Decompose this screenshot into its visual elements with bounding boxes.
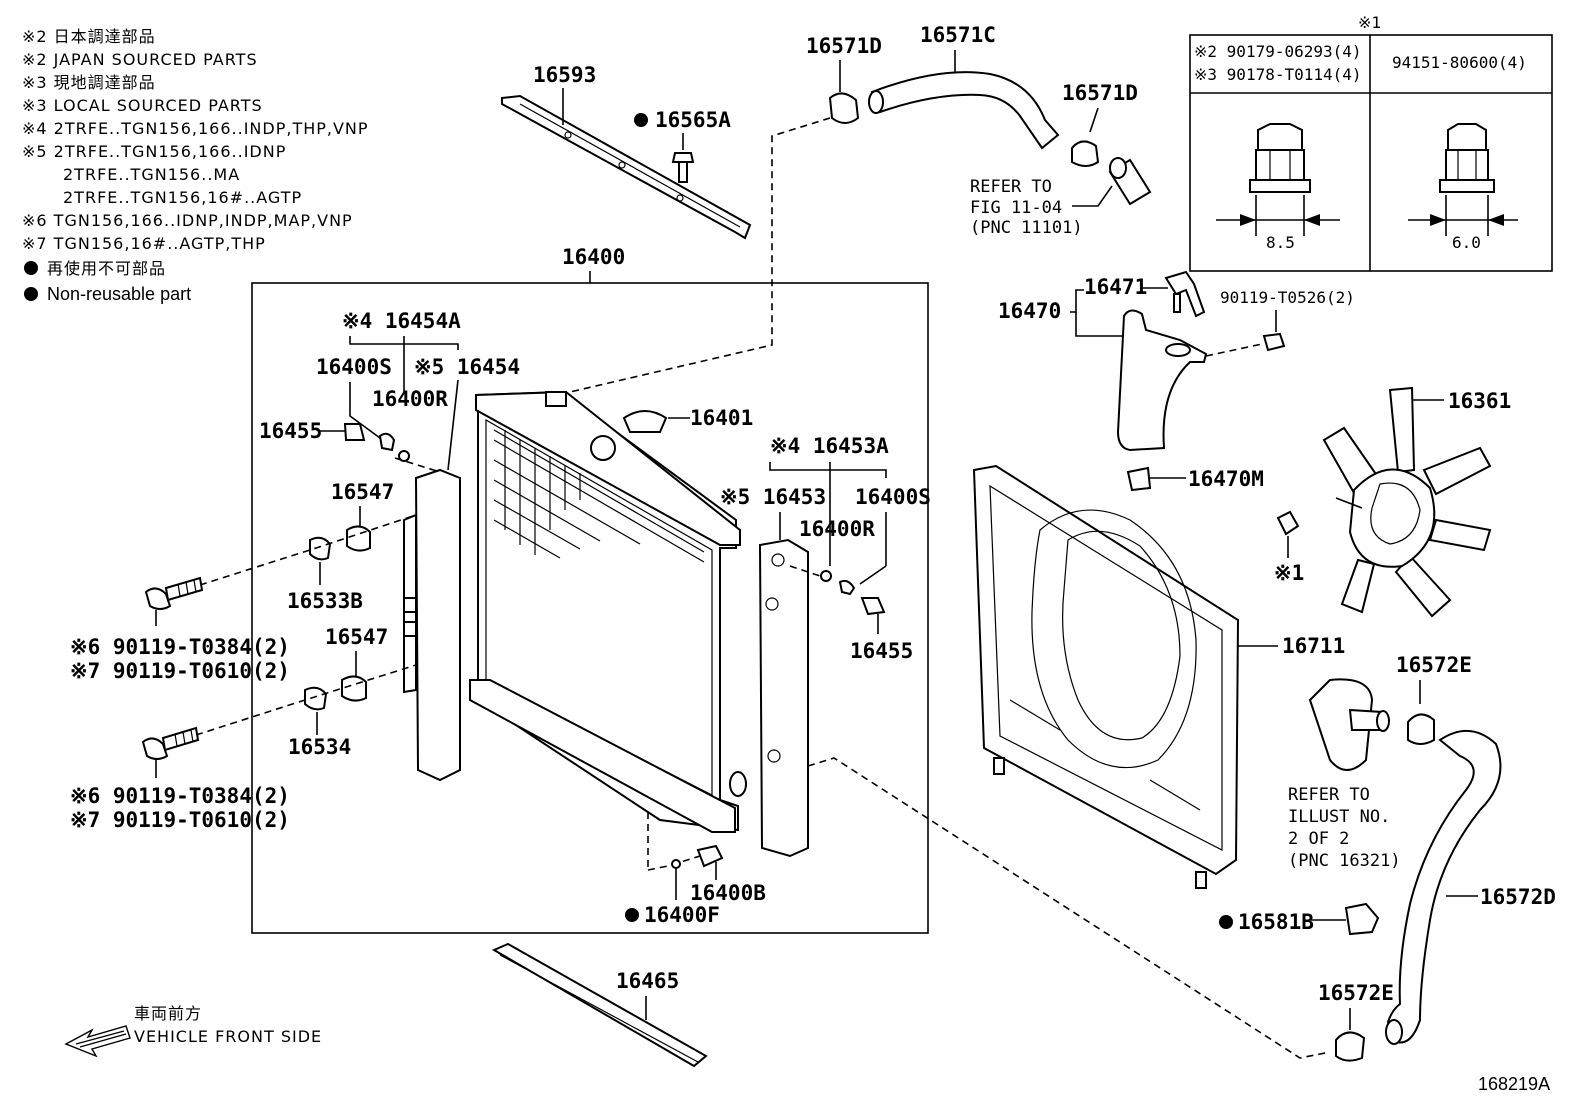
ref-text: REFER TO [1288, 785, 1370, 805]
part-label: ※4 16454A [342, 309, 461, 333]
ref-text: (PNC 16321) [1288, 851, 1401, 871]
part-label: 16572E [1396, 653, 1472, 677]
note-line: ※2 JAPAN SOURCED PARTS [22, 50, 258, 69]
non-reusable-dot-icon [24, 261, 38, 275]
part-label: 16455 [259, 419, 322, 443]
part-label: 16533B [287, 589, 363, 613]
ref-text: (PNC 11101) [970, 218, 1083, 238]
upper-hose [870, 71, 1060, 150]
part-label: ※5 16454 [414, 355, 520, 379]
table-cell: ※2 90179-06293(4) [1194, 42, 1362, 61]
part-label: 16593 [533, 63, 596, 87]
part-label: 16571D [1062, 81, 1138, 105]
lower-hose-group: REFER TO ILLUST NO. 2 OF 2 (PNC 16321) 1… [1219, 653, 1556, 1062]
non-reusable-dot-icon [625, 908, 639, 922]
note-line: ※7 TGN156,16#..AGTP,THP [22, 234, 266, 253]
part-label: 16572E [1318, 981, 1394, 1005]
nut-table: ※1 ※2 90179-06293(4) ※3 90178-T0114(4) 9… [1189, 13, 1553, 272]
direction-jp: 車両前方 [134, 1004, 202, 1023]
part-label: 16455 [850, 639, 913, 663]
fan-shroud-16711: 16711 [972, 464, 1345, 889]
figure-id: 168219A [1478, 1074, 1550, 1094]
upper-support-16593: 16593 [501, 63, 752, 240]
non-reusable-dot-icon [634, 113, 648, 127]
bolt-label: ※7 90119-T0610(2) [70, 808, 290, 832]
radiator-cap-16401 [622, 410, 668, 433]
table-mark: ※1 [1358, 13, 1381, 32]
overflow-hose-16471 [1164, 270, 1206, 318]
dimension-label: 8.5 [1266, 233, 1295, 252]
reservoir-tank-16470: 16470 16471 90119-T0526(2) 16470M [998, 270, 1355, 492]
part-label: 16400S [855, 485, 931, 509]
radiator-core [469, 390, 747, 833]
cooling-fan-16361: 16361 ※1 [1274, 386, 1511, 618]
part-label: 16547 [331, 480, 394, 504]
part-label: 16400F [644, 903, 720, 927]
note-line: 2TRFE..TGN156,16#..AGTP [63, 188, 302, 207]
table-mark: ※1 [1274, 561, 1304, 585]
part-label: 90119-T0526(2) [1220, 288, 1355, 307]
bolt-label: ※7 90119-T0610(2) [70, 659, 290, 683]
note-line: Non-reusable part [47, 284, 191, 304]
hose-clamp [828, 92, 860, 124]
part-label: 16471 [1084, 275, 1147, 299]
note-line: ※6 TGN156,166..IDNP,INDP,MAP,VNP [22, 211, 353, 230]
note-line: ※5 2TRFE..TGN156,166..IDNP [22, 142, 286, 161]
arrow-left-icon [64, 1025, 131, 1058]
part-label: 16581B [1238, 910, 1314, 934]
part-label: 16400R [799, 517, 875, 541]
part-label: 16565A [655, 108, 731, 132]
part-label: 16572D [1480, 885, 1556, 909]
bolt-group-lower: ※6 90119-T0384(2) ※7 90119-T0610(2) [70, 726, 290, 832]
note-line: ※4 2TRFE..TGN156,166..INDP,THP,VNP [22, 119, 369, 138]
note-line: ※3 LOCAL SOURCED PARTS [22, 96, 263, 115]
ref-text: ILLUST NO. [1288, 807, 1390, 827]
part-label: ※4 16453A [770, 434, 889, 458]
part-label: 16400R [372, 387, 448, 411]
bolt-label: ※6 90119-T0384(2) [70, 784, 290, 808]
part-label: 16547 [325, 625, 388, 649]
seal-strip-16465: 16465 [491, 942, 708, 1068]
vehicle-front-indicator: 車両前方 VEHICLE FRONT SIDE [64, 1004, 322, 1058]
part-label: 16465 [616, 969, 679, 993]
note-line: ※3 現地調達部品 [22, 73, 156, 92]
part-label: 16470 [998, 299, 1061, 323]
part-label: 16400 [562, 245, 625, 269]
notes-legend: ※2 日本調達部品 ※2 JAPAN SOURCED PARTS ※3 現地調達… [22, 27, 369, 304]
nut-icon: 8.5 [1216, 123, 1340, 252]
ref-text: REFER TO [970, 177, 1052, 197]
ref-text: FIG 11-04 [970, 198, 1062, 218]
left-side-bracket [414, 468, 461, 782]
part-label: 16400S [316, 355, 392, 379]
part-label: 16470M [1188, 467, 1264, 491]
part-label: 16401 [690, 406, 753, 430]
part-label: 16534 [288, 735, 351, 759]
bolt-group-upper: ※6 90119-T0384(2) ※7 90119-T0610(2) [70, 576, 290, 683]
table-cell: 94151-80600(4) [1392, 53, 1527, 72]
part-label: 16571D [806, 34, 882, 58]
radiator-assembly-16400: 16400 16401 [195, 245, 931, 934]
note-line: ※2 日本調達部品 [22, 27, 156, 46]
nut-icon: 6.0 [1408, 123, 1518, 252]
note-line: 2TRFE..TGN156..MA [63, 165, 240, 184]
ref-text: 2 OF 2 [1288, 829, 1349, 849]
bolt-16565A: 16565A [634, 108, 731, 183]
part-label: 16711 [1282, 634, 1345, 658]
hose-clamp [1071, 140, 1100, 167]
note-line: 再使用不可部品 [47, 259, 166, 278]
lower-hose-16572D [1386, 729, 1502, 1044]
dimension-label: 6.0 [1452, 233, 1481, 252]
direction-en: VEHICLE FRONT SIDE [134, 1027, 322, 1046]
part-label: ※5 16453 [720, 485, 826, 509]
part-label: 16361 [1448, 389, 1511, 413]
non-reusable-dot-icon [24, 287, 38, 301]
part-label: 16400B [690, 881, 766, 905]
bolt-label: ※6 90119-T0384(2) [70, 635, 290, 659]
upper-hose-group: 16571D 16571C 16571D REFER TO FIG 11-04 … [806, 23, 1152, 238]
right-side-bracket [758, 538, 809, 858]
table-cell: ※3 90178-T0114(4) [1194, 65, 1362, 84]
non-reusable-dot-icon [1219, 915, 1233, 929]
part-label: 16571C [920, 23, 996, 47]
